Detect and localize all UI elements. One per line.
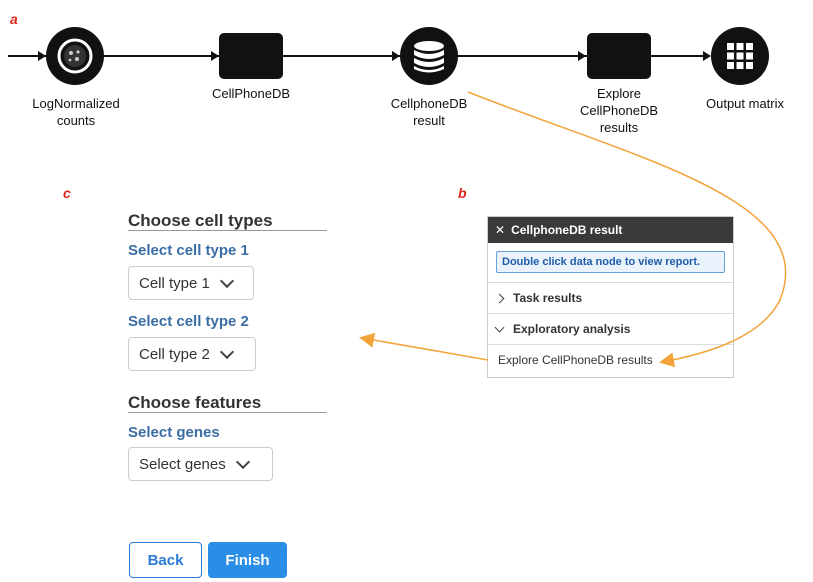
section-title-cell-types: Choose cell types	[128, 211, 273, 230]
arrow-icon	[703, 51, 711, 61]
workflow-node-cellphonedb-result[interactable]	[400, 27, 458, 85]
arrow-icon	[392, 51, 400, 61]
exploratory-analysis-label: Exploratory analysis	[513, 322, 631, 336]
cell-type-1-value: Cell type 1	[139, 274, 210, 292]
section-title-features: Choose features	[128, 393, 262, 412]
workflow-node-lognormalized[interactable]	[46, 27, 104, 85]
panel-letter-b: b	[458, 185, 467, 201]
node-label-output-matrix: Output matrix	[705, 96, 785, 111]
hint-message: Double click data node to view report.	[496, 251, 725, 273]
workflow-connector	[8, 55, 708, 57]
task-results-row[interactable]: Task results	[488, 282, 733, 313]
back-button[interactable]: Back	[129, 542, 202, 578]
close-icon[interactable]: ✕	[495, 223, 506, 237]
arrow-icon	[211, 51, 219, 61]
explore-cellphonedb-item[interactable]: Explore CellPhoneDB results	[488, 344, 733, 375]
database-icon	[414, 41, 444, 73]
panel-title: CellphoneDB result	[511, 223, 623, 237]
cells-icon	[57, 38, 93, 74]
panel-letter-a: a	[10, 11, 18, 27]
cell-type-2-value: Cell type 2	[139, 345, 210, 363]
section-divider	[128, 412, 327, 413]
arrow-icon	[578, 51, 586, 61]
panel-header: ✕ CellphoneDB result	[488, 217, 733, 243]
exploratory-analysis-row[interactable]: Exploratory analysis	[488, 313, 733, 344]
genes-value: Select genes	[139, 455, 226, 473]
workflow-node-output-matrix[interactable]	[711, 27, 769, 85]
node-label-explore: Explore CellPhoneDB results	[579, 86, 659, 135]
finish-button[interactable]: Finish	[208, 542, 287, 578]
cell-type-2-dropdown[interactable]: Cell type 2	[128, 337, 256, 371]
workflow-node-explore[interactable]	[587, 33, 651, 79]
node-label-cellphonedb: CellPhoneDB	[211, 86, 291, 101]
annotation-arrow-to-panel	[467, 91, 787, 368]
genes-dropdown[interactable]: Select genes	[128, 447, 273, 481]
arrow-icon	[38, 51, 46, 61]
grid-icon	[727, 43, 753, 69]
workflow-node-cellphonedb[interactable]	[219, 33, 283, 79]
cell-type-1-label: Select cell type 1	[128, 242, 249, 259]
node-label-cellphonedb-result: CellphoneDB result	[390, 96, 468, 128]
cell-type-1-dropdown[interactable]: Cell type 1	[128, 266, 254, 300]
section-divider	[128, 230, 327, 231]
panel-letter-c: c	[63, 185, 71, 201]
node-label-lognormalized: LogNormalized counts	[32, 96, 120, 128]
task-results-label: Task results	[513, 291, 583, 305]
genes-label: Select genes	[128, 424, 220, 441]
cell-type-2-label: Select cell type 2	[128, 313, 249, 330]
annotation-arrow-to-form	[359, 332, 489, 361]
cellphonedb-result-panel: ✕ CellphoneDB result Double click data n…	[487, 216, 734, 378]
